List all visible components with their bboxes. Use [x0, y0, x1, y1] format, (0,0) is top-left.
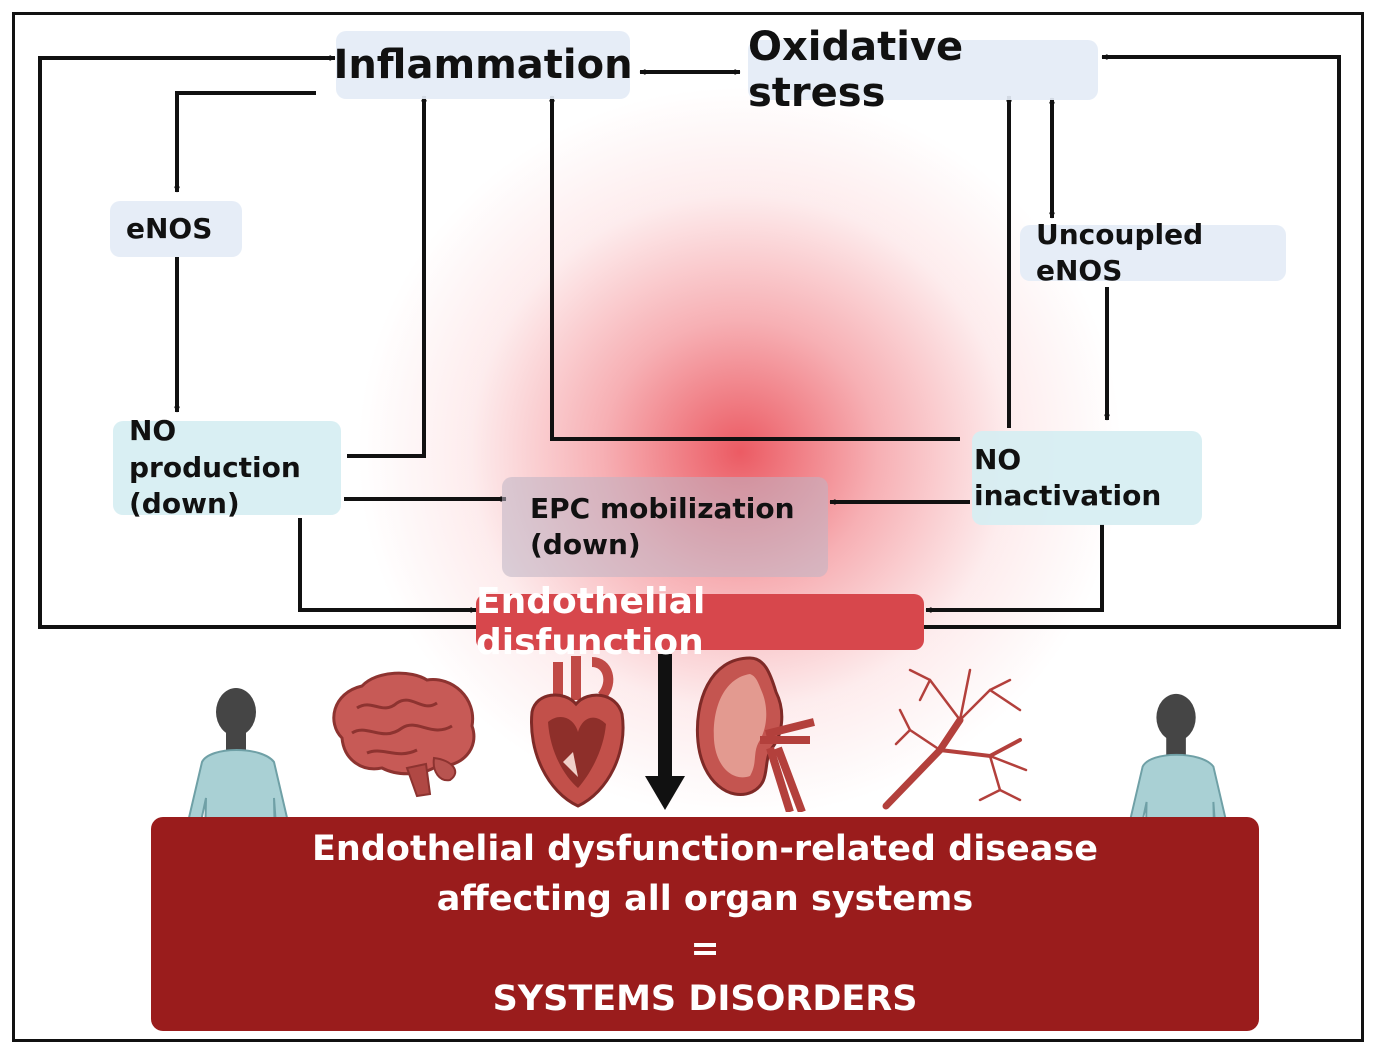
heart-icon: [529, 656, 625, 808]
node-inflammation: Inflammation: [333, 31, 633, 99]
arrow-loop-left: [38, 55, 476, 629]
node-enos: eNOS: [110, 201, 242, 257]
node-epc-mobilization: EPC mobilization (down): [502, 477, 828, 577]
banner-line-3: =: [690, 929, 720, 969]
arrow-noinactivation-endothelial: [925, 524, 1104, 613]
banner-line-4: SYSTEMS DISORDERS: [492, 979, 918, 1019]
arrow-noproduction-inflammation: [347, 95, 427, 458]
node-epc-line2: (down): [530, 528, 641, 561]
arrow-noproduction-endothelial: [298, 518, 477, 613]
node-oxidative-stress-label: Oxidative stress: [748, 24, 964, 116]
node-oxidative-stress: Oxidative stress: [748, 24, 1098, 116]
outer-frame: [12, 12, 1364, 1042]
node-inflammation-label: Inflammation: [333, 42, 633, 88]
node-no-production-line1: NO production: [129, 414, 301, 484]
arrow-inflammation-enos: [174, 91, 316, 193]
arrow-loop-right: [924, 54, 1341, 629]
node-no-production-line2: (down): [129, 487, 240, 521]
arrow-noinactivation-inflammation: [549, 95, 960, 441]
node-enos-label: eNOS: [126, 211, 213, 245]
node-endothelial-label: Endothelial disfunction: [476, 581, 706, 663]
node-epc-line1: EPC mobilization: [530, 491, 795, 525]
arrow-endothelial-banner: [645, 654, 685, 810]
node-no-inactivation-label: NO inactivation: [974, 442, 1162, 512]
node-no-inactivation: NO inactivation: [972, 431, 1202, 525]
banner-line-1: Endothelial dysfunction-related disease: [312, 829, 1098, 869]
banner-line-2: affecting all organ systems: [436, 879, 974, 919]
systems-disorders-banner: Endothelial dysfunction-related disease …: [151, 817, 1259, 1031]
node-endothelial-disfunction: Endothelial disfunction: [476, 581, 924, 663]
node-uncoupled-enos-label: Uncoupled eNOS: [1036, 217, 1204, 287]
node-no-production: NO production (down): [113, 414, 341, 520]
node-uncoupled-enos: Uncoupled eNOS: [1020, 218, 1286, 287]
brain-icon: [332, 671, 476, 798]
kidney-icon: [695, 656, 815, 812]
blood-vessel-icon: [882, 668, 1028, 810]
